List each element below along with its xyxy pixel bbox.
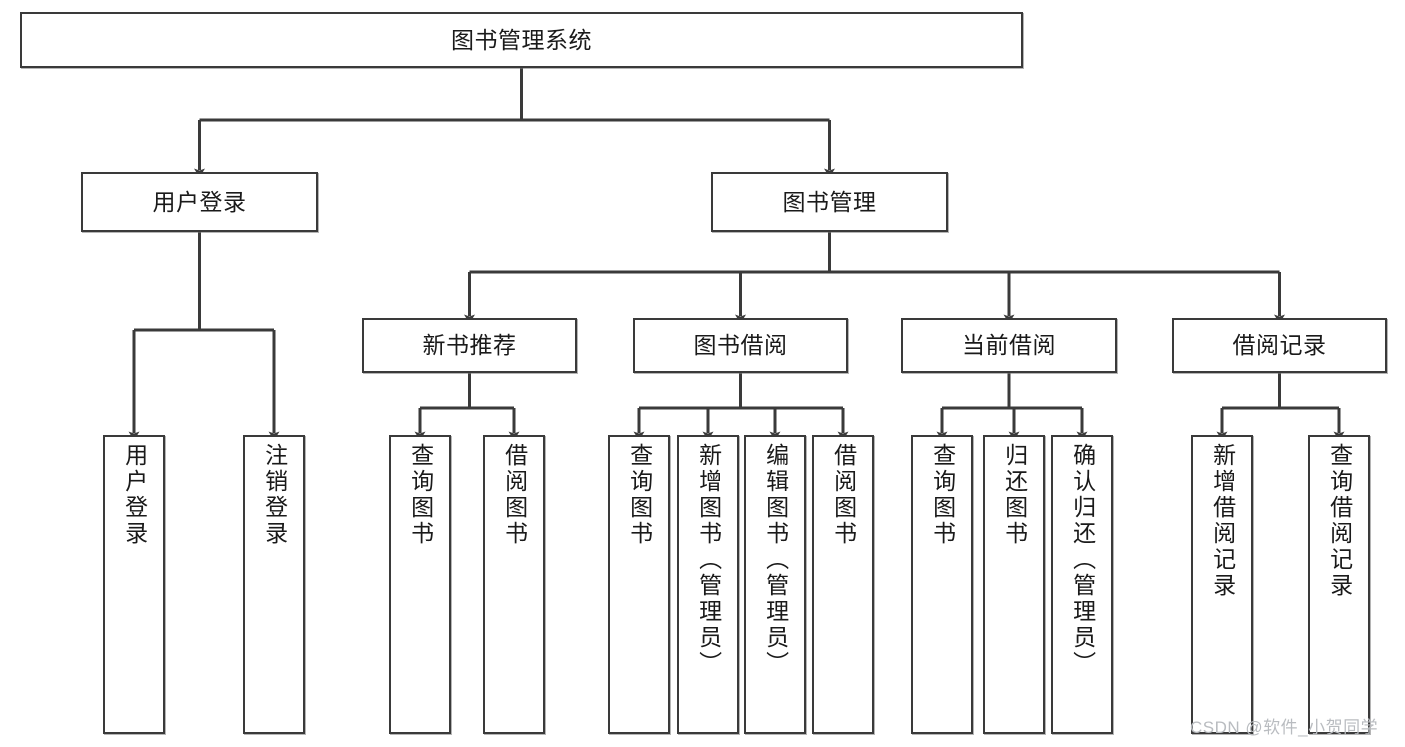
node-leaf-cu-confirm[interactable]: 确认归还（管理员） bbox=[1051, 435, 1113, 734]
node-leaf-cu-return[interactable]: 归还图书 bbox=[983, 435, 1045, 734]
node-label-leaf-bo-query: 查询图书 bbox=[626, 443, 653, 547]
node-current[interactable]: 当前借阅 bbox=[901, 318, 1117, 373]
watermark-text: CSDN @软件_小贺同学 bbox=[1190, 718, 1379, 737]
node-label-borrow: 图书借阅 bbox=[693, 332, 788, 359]
node-label-leaf-nb-query: 查询图书 bbox=[407, 443, 434, 547]
node-label-current: 当前借阅 bbox=[962, 332, 1056, 359]
node-leaf-user-logout[interactable]: 注销登录 bbox=[243, 435, 305, 734]
node-leaf-bo-add[interactable]: 新增图书（管理员） bbox=[677, 435, 739, 734]
node-label-newbooks: 新书推荐 bbox=[422, 332, 517, 359]
node-label-login: 用户登录 bbox=[152, 188, 247, 215]
node-leaf-cu-query[interactable]: 查询图书 bbox=[911, 435, 973, 734]
node-label-leaf-rc-query: 查询借阅记录 bbox=[1326, 443, 1353, 599]
node-records[interactable]: 借阅记录 bbox=[1172, 318, 1387, 373]
node-label-leaf-bo-add: 新增图书（管理员） bbox=[695, 443, 722, 677]
node-leaf-nb-query[interactable]: 查询图书 bbox=[389, 435, 451, 734]
node-label-records: 借阅记录 bbox=[1232, 332, 1327, 359]
node-label-leaf-cu-query: 查询图书 bbox=[929, 443, 956, 547]
node-label-leaf-bo-edit: 编辑图书（管理员） bbox=[762, 443, 789, 677]
node-label-leaf-bo-borrow: 借阅图书 bbox=[830, 443, 857, 547]
node-label-leaf-cu-return: 归还图书 bbox=[1001, 443, 1028, 547]
node-leaf-rc-query[interactable]: 查询借阅记录 bbox=[1308, 435, 1370, 734]
node-label-root: 图书管理系统 bbox=[451, 26, 592, 53]
node-leaf-rc-add[interactable]: 新增借阅记录 bbox=[1191, 435, 1253, 734]
node-label-bookmgmt: 图书管理 bbox=[782, 188, 877, 215]
node-root[interactable]: 图书管理系统 bbox=[20, 12, 1023, 68]
node-label-leaf-user-login: 用户登录 bbox=[121, 443, 148, 547]
node-newbooks[interactable]: 新书推荐 bbox=[362, 318, 577, 373]
node-label-leaf-cu-confirm: 确认归还（管理员） bbox=[1069, 443, 1096, 677]
node-leaf-nb-borrow[interactable]: 借阅图书 bbox=[483, 435, 545, 734]
node-leaf-bo-borrow[interactable]: 借阅图书 bbox=[812, 435, 874, 734]
node-label-leaf-user-logout: 注销登录 bbox=[261, 443, 288, 547]
node-leaf-user-login[interactable]: 用户登录 bbox=[103, 435, 165, 734]
node-leaf-bo-edit[interactable]: 编辑图书（管理员） bbox=[744, 435, 806, 734]
node-borrow[interactable]: 图书借阅 bbox=[633, 318, 848, 373]
node-label-leaf-rc-add: 新增借阅记录 bbox=[1209, 443, 1236, 599]
node-label-leaf-nb-borrow: 借阅图书 bbox=[501, 443, 528, 547]
node-leaf-bo-query[interactable]: 查询图书 bbox=[608, 435, 670, 734]
node-bookmgmt[interactable]: 图书管理 bbox=[711, 172, 948, 232]
node-login[interactable]: 用户登录 bbox=[81, 172, 318, 232]
edge-group bbox=[128, 68, 1345, 441]
